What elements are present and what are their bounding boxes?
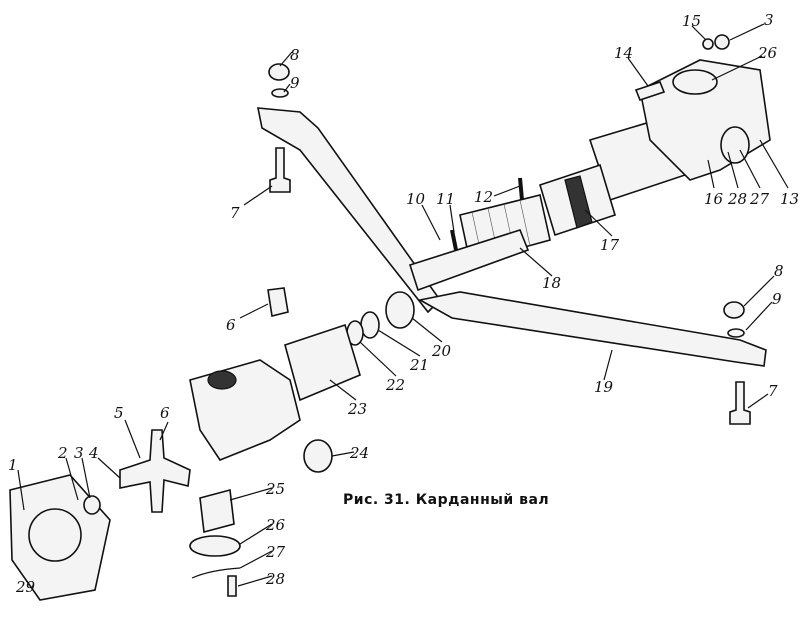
callout-26: 26 — [757, 44, 778, 62]
washer-15 — [702, 38, 714, 50]
pin-12 — [518, 177, 524, 201]
sliding-yoke-23 — [284, 323, 361, 402]
callout-28: 28 — [727, 190, 747, 208]
callout-9: 9 — [772, 290, 782, 308]
callout-1: 1 — [8, 456, 18, 474]
callout-24: 24 — [349, 444, 369, 462]
callout-21: 21 — [409, 356, 429, 374]
lock-plate-27 — [191, 567, 241, 579]
nut-3-top — [714, 34, 730, 50]
bearing-25 — [199, 488, 235, 534]
callout-6: 6 — [226, 316, 236, 334]
strut-19 — [417, 291, 767, 367]
callout-11: 11 — [436, 190, 455, 208]
callout-16: 16 — [704, 190, 724, 208]
callout-17: 17 — [600, 236, 620, 254]
callout-3: 3 — [764, 11, 774, 29]
callout-27: 27 — [749, 190, 770, 208]
callout-27: 27 — [265, 543, 286, 561]
callout-4: 4 — [88, 444, 99, 462]
callout-6: 6 — [160, 404, 170, 422]
callout-3: 3 — [74, 444, 84, 462]
callout-19: 19 — [594, 378, 614, 396]
callout-15: 15 — [682, 12, 701, 30]
callout-28: 28 — [265, 570, 285, 588]
bolt-28 — [227, 575, 237, 597]
bolt-14 — [634, 81, 666, 101]
callout-13: 13 — [780, 190, 799, 208]
callout-8: 8 — [774, 262, 784, 280]
washer-9-right — [727, 328, 745, 338]
callout-18: 18 — [542, 274, 561, 292]
callout-12: 12 — [474, 188, 493, 206]
tube-cutaway — [564, 175, 593, 229]
nut-8-left — [268, 63, 290, 81]
flange-bore — [28, 508, 82, 562]
callout-20: 20 — [431, 342, 452, 360]
yoke-eye — [207, 370, 237, 390]
callout-9: 9 — [290, 74, 300, 92]
spider-cross-5 — [119, 429, 191, 513]
strut-upper — [257, 107, 442, 314]
cap-27-right — [720, 126, 750, 164]
cap-26-top — [672, 69, 718, 95]
callout-2: 2 — [57, 444, 68, 462]
nut-20 — [385, 291, 415, 329]
callout-8: 8 — [290, 46, 300, 64]
bolt-7-right — [729, 381, 751, 425]
leader-lines — [17, 23, 789, 587]
callout-22: 22 — [385, 376, 405, 394]
callout-labels: 8 9 7 6 5 6 4 3 2 1 29 10 11 12 17 18 20… — [8, 11, 799, 596]
callout-5: 5 — [114, 404, 124, 422]
nut-3-left — [83, 495, 101, 515]
splined-shaft — [408, 229, 530, 292]
figure-caption: Рис. 31. Карданный вал — [343, 492, 550, 508]
cap-26-bottom — [189, 535, 241, 557]
yoke-fork — [189, 359, 301, 461]
callout-23: 23 — [347, 400, 367, 418]
plug-24 — [303, 439, 333, 473]
callout-26: 26 — [265, 516, 286, 534]
callout-29: 29 — [15, 578, 36, 596]
bolt-7-left — [269, 147, 291, 193]
callout-7: 7 — [768, 382, 778, 400]
callout-7: 7 — [230, 204, 240, 222]
callout-10: 10 — [406, 190, 426, 208]
callout-14: 14 — [614, 44, 633, 62]
pin-11 — [450, 229, 458, 251]
callout-25: 25 — [265, 480, 285, 498]
nut-8-right — [723, 301, 745, 319]
grease-fitting-6 — [267, 287, 289, 317]
